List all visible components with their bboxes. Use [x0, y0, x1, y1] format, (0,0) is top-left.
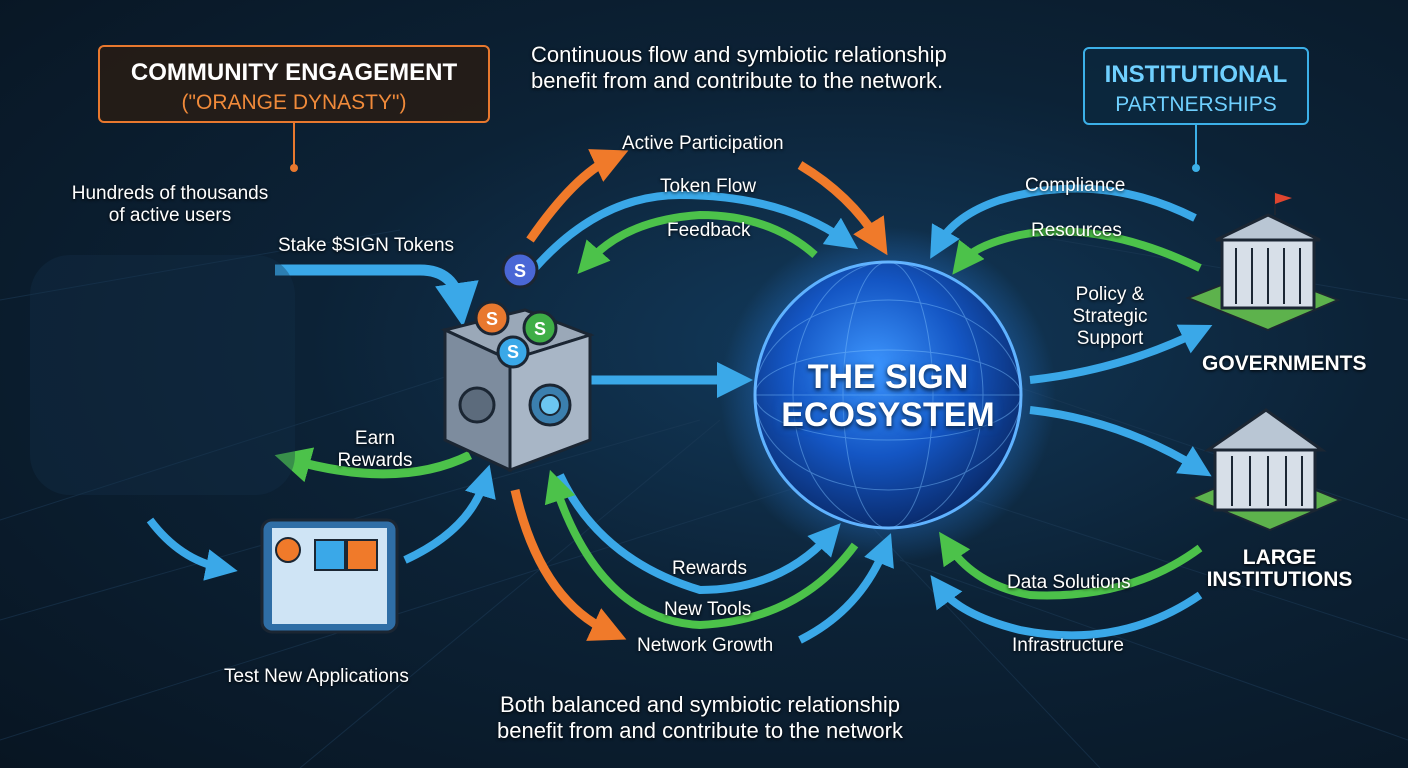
data-solutions-label: Data Solutions — [1007, 572, 1131, 593]
token-flow-label: Token Flow — [660, 176, 757, 197]
policy-label: Policy & Strategic Support — [1072, 284, 1148, 349]
infrastructure-label: Infrastructure — [1012, 635, 1124, 656]
large-institutions-label: LARGE INSTITUTIONS — [1206, 546, 1353, 591]
community-title: COMMUNITY ENGAGEMENT — [130, 59, 458, 86]
users-label: Hundreds of thousands of active users — [71, 183, 269, 226]
people-crowd-icon — [30, 255, 295, 495]
feedback-label: Feedback — [667, 220, 751, 241]
top-caption: Continuous flow and symbiotic relationsh… — [531, 42, 947, 93]
stake-label: Stake $SIGN Tokens — [278, 235, 455, 256]
new-tools-label: New Tools — [664, 599, 752, 620]
bottom-caption: Both balanced and symbiotic relationship… — [496, 692, 903, 743]
government-building-icon — [1185, 213, 1341, 332]
institution-building-icon — [1189, 408, 1343, 532]
institutional-title: INSTITUTIONAL — [1104, 61, 1288, 88]
svg-text:S: S — [534, 319, 546, 339]
earn-rewards-label: Earn Rewards — [337, 428, 413, 471]
vault-icon — [440, 308, 595, 473]
resources-label: Resources — [1031, 220, 1122, 241]
flag-icon — [1274, 192, 1292, 215]
network-growth-label: Network Growth — [637, 635, 774, 656]
institutional-subtitle: PARTNERSHIPS — [1115, 93, 1277, 116]
coin-icon: S S S S — [474, 251, 558, 369]
compliance-label: Compliance — [1025, 175, 1126, 196]
community-subtitle: ("ORANGE DYNASTY") — [181, 91, 407, 114]
ecosystem-sphere — [753, 260, 1023, 530]
governments-label: GOVERNMENTS — [1202, 352, 1367, 375]
ecosystem-title: THE SIGN ECOSYSTEM — [781, 358, 995, 434]
svg-text:S: S — [507, 342, 519, 362]
tablet-app-icon — [260, 518, 399, 634]
community-engagement-box: COMMUNITY ENGAGEMENT ("ORANGE DYNASTY") — [98, 45, 490, 123]
active-participation-label: Active Participation — [622, 133, 784, 154]
rewards-label: Rewards — [672, 558, 747, 579]
svg-text:S: S — [486, 309, 498, 329]
institutional-partnerships-box: INSTITUTIONAL PARTNERSHIPS — [1083, 47, 1309, 125]
test-apps-label: Test New Applications — [224, 666, 409, 687]
svg-text:S: S — [514, 261, 526, 281]
